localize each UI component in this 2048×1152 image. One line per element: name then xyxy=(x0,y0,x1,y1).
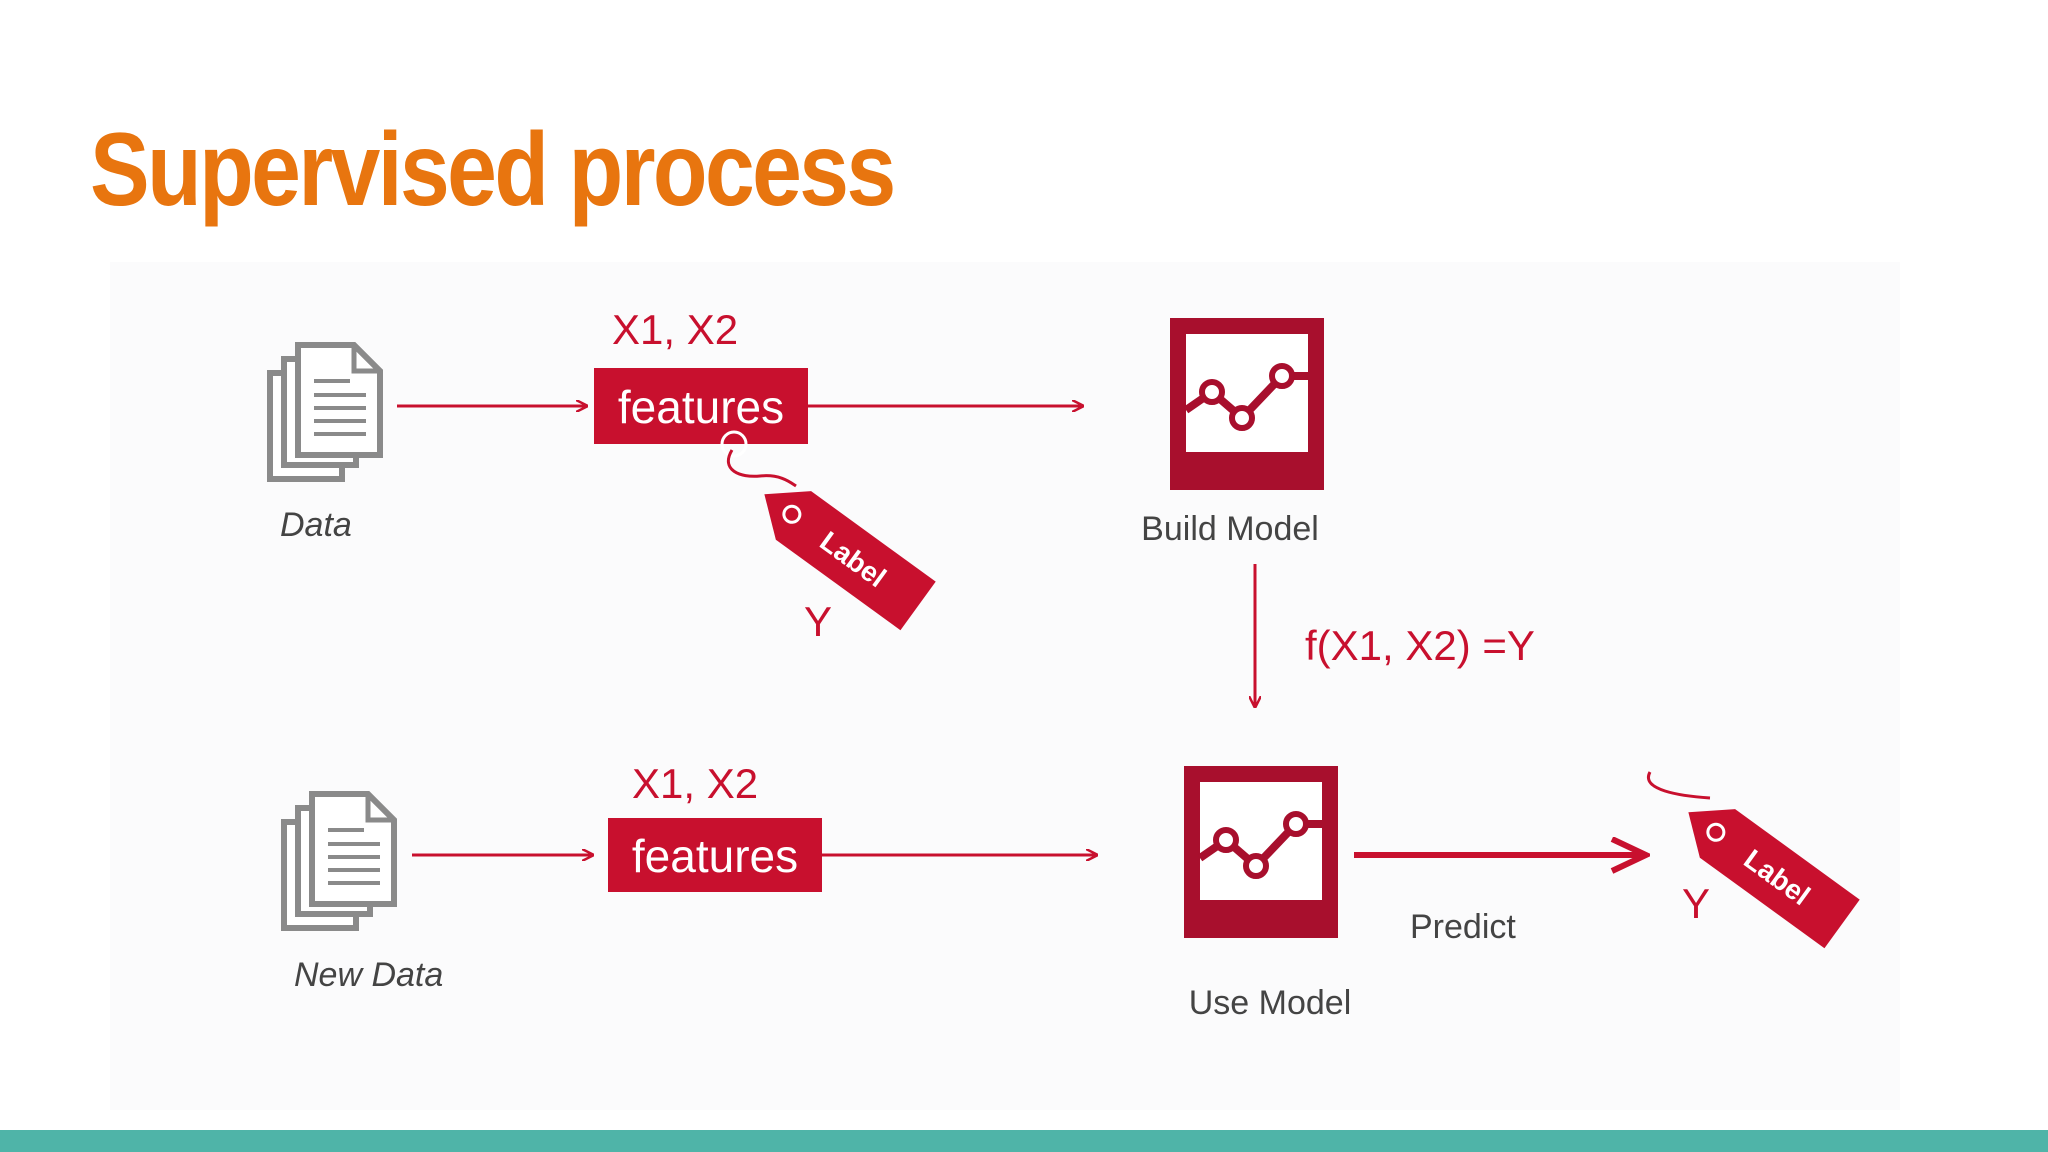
new-data-source-label: New Data xyxy=(294,956,443,994)
chart-model-icon xyxy=(1170,318,1324,490)
features-label: features xyxy=(632,830,798,882)
diagram-panel xyxy=(110,262,1900,1110)
features-box: features xyxy=(608,818,822,892)
feature-vars-label: X1, X2 xyxy=(632,760,758,807)
label-tag-icon: Label xyxy=(1646,771,1860,949)
use-model-label: Use Model xyxy=(1189,984,1352,1022)
predict-label: Predict xyxy=(1410,908,1516,946)
tag-value-label: Y xyxy=(1682,880,1710,927)
slide-title: Supervised process xyxy=(90,112,896,228)
documents-icon xyxy=(281,791,397,931)
tag-value-label: Y xyxy=(804,598,832,645)
documents-icon xyxy=(267,342,383,482)
features-label: features xyxy=(618,381,784,433)
features-box: features xyxy=(594,368,808,444)
function-label: f(X1, X2) =Y xyxy=(1305,622,1535,669)
build-model-label: Build Model xyxy=(1141,510,1319,548)
feature-vars-label: X1, X2 xyxy=(612,306,738,353)
footer-bar xyxy=(0,1130,2048,1152)
chart-model-icon xyxy=(1184,766,1338,938)
data-source-label: Data xyxy=(280,506,352,544)
